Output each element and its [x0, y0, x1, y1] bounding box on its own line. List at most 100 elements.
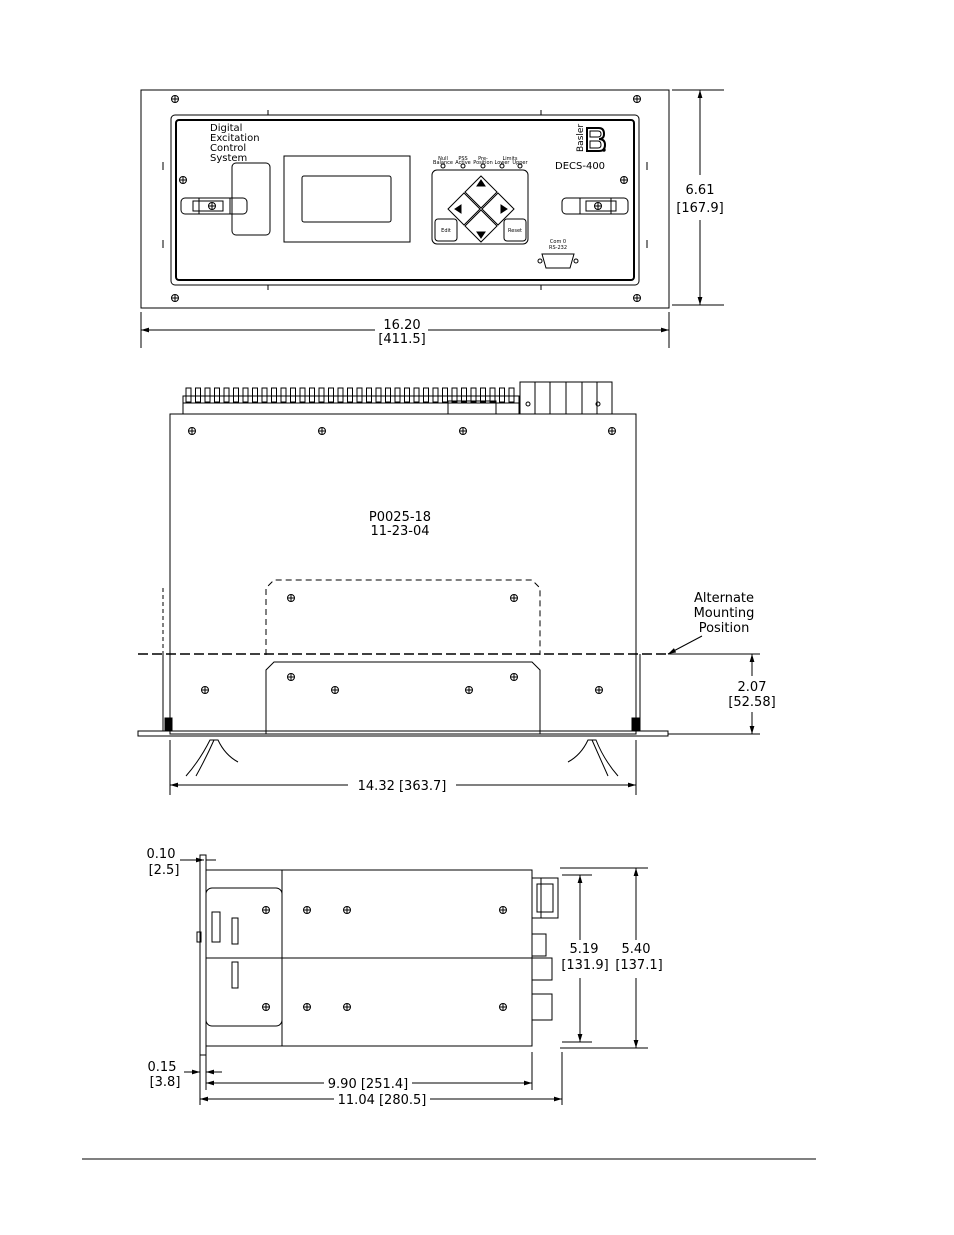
- outer-height-dim-metric: [137.1]: [615, 958, 662, 973]
- top-dimensions: [169, 635, 760, 795]
- led-label-1a: Null: [438, 156, 448, 162]
- terminal-fin: [442, 387, 448, 403]
- side-front-plate: [199, 854, 207, 1056]
- terminal-fin: [489, 387, 496, 403]
- panel-title-line-2: Excitation: [210, 133, 260, 144]
- top-depth-dim: 2.07: [738, 680, 767, 695]
- reset-button: [503, 218, 527, 242]
- arrow-keys: [447, 175, 515, 243]
- terminal-fin: [195, 387, 201, 403]
- chassis-top: [169, 413, 637, 735]
- side-view: [196, 854, 559, 1056]
- panel-title-line-3: Control: [210, 143, 246, 154]
- front-view-text: Digital Excitation Control System Basler…: [210, 123, 605, 251]
- com-port-label-1: Com 0: [550, 239, 566, 245]
- basler-logo: [586, 127, 607, 152]
- terminal-fin: [480, 387, 486, 403]
- terminal-fin: [271, 387, 277, 403]
- front-view: [140, 89, 670, 309]
- top-view: [137, 381, 669, 777]
- terminal-fin: [261, 387, 268, 403]
- side-dimensions: [180, 857, 648, 1105]
- lcd-display: [301, 175, 392, 223]
- terminal-fin: [375, 387, 382, 403]
- top-depth-dim-metric: [52.58]: [728, 695, 775, 710]
- display-bezel: [283, 155, 411, 243]
- terminal-fin: [385, 387, 391, 403]
- panel-title-line-4: System: [210, 153, 247, 164]
- front-bezel-outer: [170, 114, 640, 286]
- panel-title-line-1: Digital: [210, 123, 242, 134]
- alternate-mount-label-1: Alternate: [694, 591, 754, 606]
- right-connector-block: [519, 381, 613, 415]
- terminal-fin: [470, 387, 477, 403]
- terminal-fin: [185, 387, 192, 403]
- inner-height-dim-metric: [131.9]: [561, 958, 608, 973]
- terminal-fin: [318, 387, 325, 403]
- brand-label: Basler: [576, 124, 586, 152]
- drawing-date: 11-23-04: [370, 524, 429, 539]
- terminal-fin: [299, 387, 306, 403]
- led-label-5b: Upper: [512, 160, 528, 166]
- terminal-fin: [413, 387, 420, 403]
- edit-button: [434, 218, 458, 242]
- alternate-bracket-outline: [265, 579, 541, 655]
- led-label-2b: Active: [455, 160, 470, 166]
- flange-dim: 0.10: [147, 847, 176, 862]
- com-port-connector: [541, 253, 575, 269]
- edit-button-label: Edit: [441, 228, 451, 234]
- outer-depth-dim: 11.04 [280.5]: [338, 1093, 427, 1108]
- reset-button-label: Reset: [508, 228, 522, 234]
- terminal-fin: [432, 387, 439, 403]
- front-dimensions: [140, 89, 724, 348]
- right-handle-profile: [567, 739, 619, 777]
- terminal-fin: [280, 387, 287, 403]
- led-label-1b: Balance: [433, 160, 453, 166]
- terminal-fin: [347, 387, 353, 403]
- side-handle-plate: [205, 887, 283, 1027]
- alternate-mount-label-3: Position: [699, 621, 750, 636]
- terminal-fin: [508, 387, 515, 403]
- mounting-bracket: [265, 661, 541, 734]
- alternate-mount-label-2: Mounting: [694, 606, 755, 621]
- led-label-3b: Position: [473, 160, 492, 166]
- terminal-fin: [290, 387, 296, 403]
- led-label-4a: Limits: [503, 156, 518, 162]
- terminal-fin: [242, 387, 249, 403]
- mounting-plate: [140, 89, 670, 309]
- inner-depth-dim: 9.90 [251.4]: [328, 1077, 408, 1092]
- terminal-fin: [366, 387, 372, 403]
- terminal-fin: [204, 387, 211, 403]
- front-height-dim-metric: [167.9]: [676, 201, 723, 216]
- flange-dim-metric: [2.5]: [149, 863, 180, 878]
- top-width-dim: 14.32 [363.7]: [358, 779, 447, 794]
- keypad-panel: [431, 169, 529, 245]
- part-number: P0025-18: [369, 510, 431, 525]
- model-label: DECS-400: [555, 161, 605, 172]
- led-label-2a: PSS: [458, 156, 467, 162]
- right-latch: [561, 197, 629, 215]
- terminal-fins: [185, 387, 515, 403]
- front-width-dim-metric: [411.5]: [378, 332, 425, 347]
- terminal-fin: [223, 387, 230, 403]
- terminal-fin: [423, 387, 429, 403]
- terminal-fin: [499, 387, 505, 403]
- terminal-fin: [356, 387, 363, 403]
- left-handle-profile: [185, 739, 239, 777]
- front-height-dim: 6.61: [686, 183, 715, 198]
- inner-height-dim: 5.19: [570, 942, 599, 957]
- outer-height-dim: 5.40: [622, 942, 651, 957]
- terminal-fin: [214, 387, 220, 403]
- com-port-label-2: RS-232: [549, 245, 567, 251]
- terminal-fin: [233, 387, 239, 403]
- terminal-fin: [451, 387, 458, 403]
- terminal-fin: [461, 387, 467, 403]
- offset-dim-metric: [3.8]: [150, 1075, 181, 1090]
- led-label-3a: Pre-: [478, 156, 488, 162]
- terminal-fin: [252, 387, 258, 403]
- left-handle-recess: [231, 162, 271, 236]
- terminal-fin: [337, 387, 344, 403]
- offset-dim: 0.15: [148, 1060, 177, 1075]
- led-label-4b: Lower: [495, 160, 511, 166]
- front-width-dim: 16.20: [383, 318, 420, 333]
